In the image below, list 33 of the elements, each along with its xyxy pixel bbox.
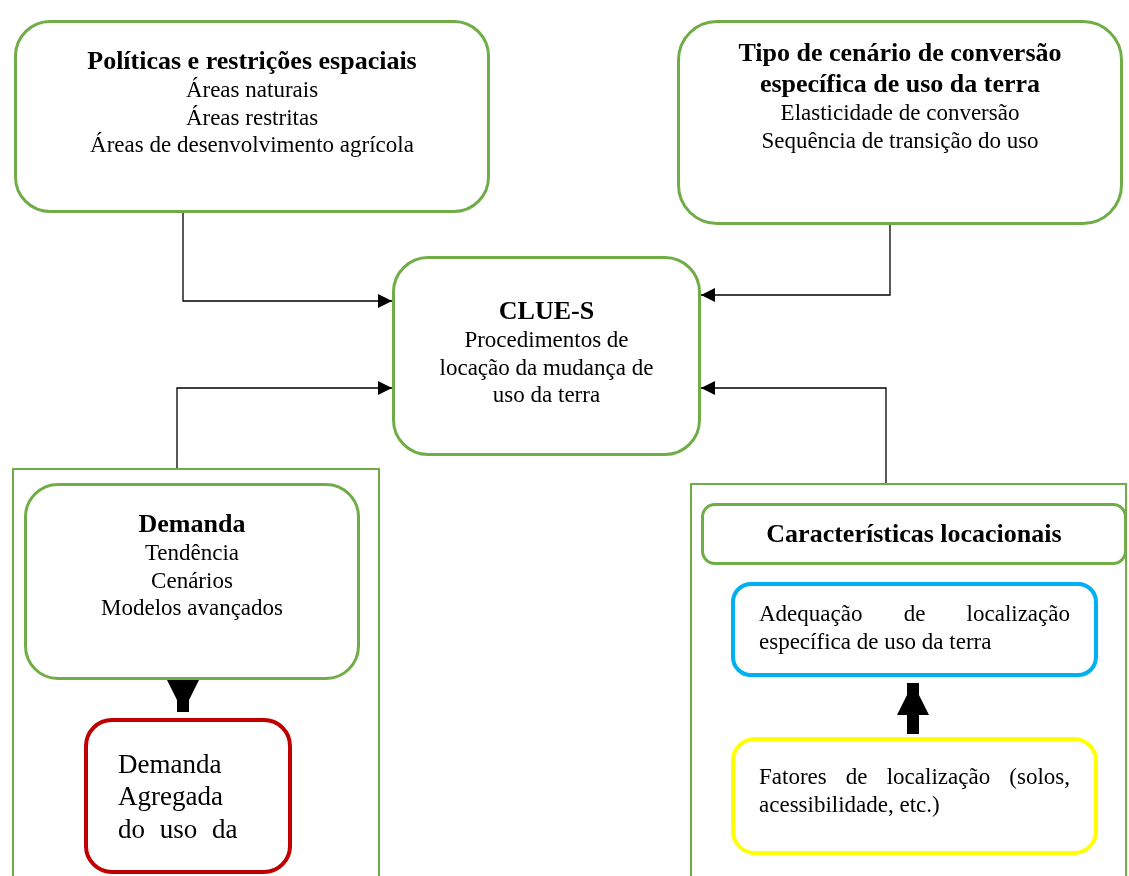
arrow — [700, 224, 891, 302]
rounded-box — [24, 483, 360, 680]
node-heading: Políticas e restrições espaciais — [87, 45, 417, 77]
node-heading: Tipo de cenário de conversão específica de uso da terra — [737, 37, 1063, 100]
node-text: Tendência — [144, 539, 240, 567]
arrow — [176, 381, 393, 469]
arrow — [182, 212, 393, 308]
node-heading: CLUE-S — [498, 295, 595, 327]
arrow — [700, 381, 887, 484]
node-text: Fatores de localização (solos, acessibilidade, etc.) — [759, 763, 1070, 819]
node-text: Adequação de localização específica de uso da terra — [759, 600, 1070, 656]
rounded-box — [392, 256, 701, 456]
rounded-box — [14, 20, 490, 213]
node-text: Elasticidade de conversão — [780, 99, 1020, 127]
node-text: Características locacionais — [766, 518, 1062, 550]
node-heading: Demanda — [138, 508, 246, 540]
rounded-box — [84, 718, 292, 874]
rounded-box — [677, 20, 1123, 225]
node-text: Cenários — [151, 566, 233, 595]
node-text: Modelos avançados — [100, 594, 283, 622]
rounded-box — [731, 737, 1098, 855]
block-arrow — [167, 680, 199, 712]
node-text: Sequência de transição do uso — [761, 126, 1039, 155]
node-text: Áreas naturais — [185, 76, 319, 104]
rounded-box — [701, 503, 1127, 565]
node-text: Procedimentos de locação da mudança de uso da terra — [438, 326, 655, 409]
node-text: Áreas restritas — [185, 103, 319, 132]
rounded-box — [731, 582, 1098, 677]
group-panel — [690, 483, 1127, 876]
block-arrow — [897, 683, 929, 734]
node-text: Áreas de desenvolvimento agrícola — [90, 131, 414, 159]
node-text: Demanda Agregada do uso da — [118, 748, 239, 846]
group-panel — [12, 468, 380, 876]
